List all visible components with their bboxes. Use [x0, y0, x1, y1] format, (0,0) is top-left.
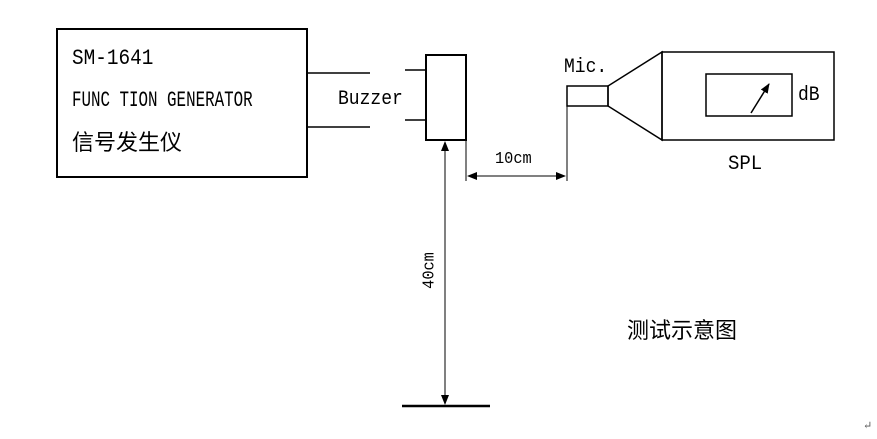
vertical-dimension-label: 40cm	[420, 252, 440, 289]
mic-tip	[566, 85, 609, 107]
meter-unit-label: dB	[798, 84, 820, 107]
generator-box	[56, 28, 308, 178]
horizontal-dimension-label: 10cm	[495, 150, 532, 169]
buzzer-box	[425, 54, 467, 141]
mic-label: Mic.	[564, 56, 608, 79]
mic-cone	[607, 50, 663, 142]
diagram-caption: 测试示意图	[627, 318, 738, 343]
paragraph-mark: ↵	[863, 420, 873, 432]
buzzer-pins	[405, 69, 426, 121]
meter-needle	[750, 83, 770, 114]
spl-meter-body	[661, 51, 835, 141]
generator-name-label: FUNC TION GENERATOR	[72, 88, 253, 113]
spl-label: SPL	[728, 153, 763, 176]
generator-model-label: SM-1641	[72, 46, 154, 71]
spl-meter-display	[705, 73, 793, 117]
generator-chinese-label: 信号发生仪	[72, 130, 183, 155]
generator-output-wires	[307, 72, 370, 128]
buzzer-label: Buzzer	[338, 88, 403, 111]
